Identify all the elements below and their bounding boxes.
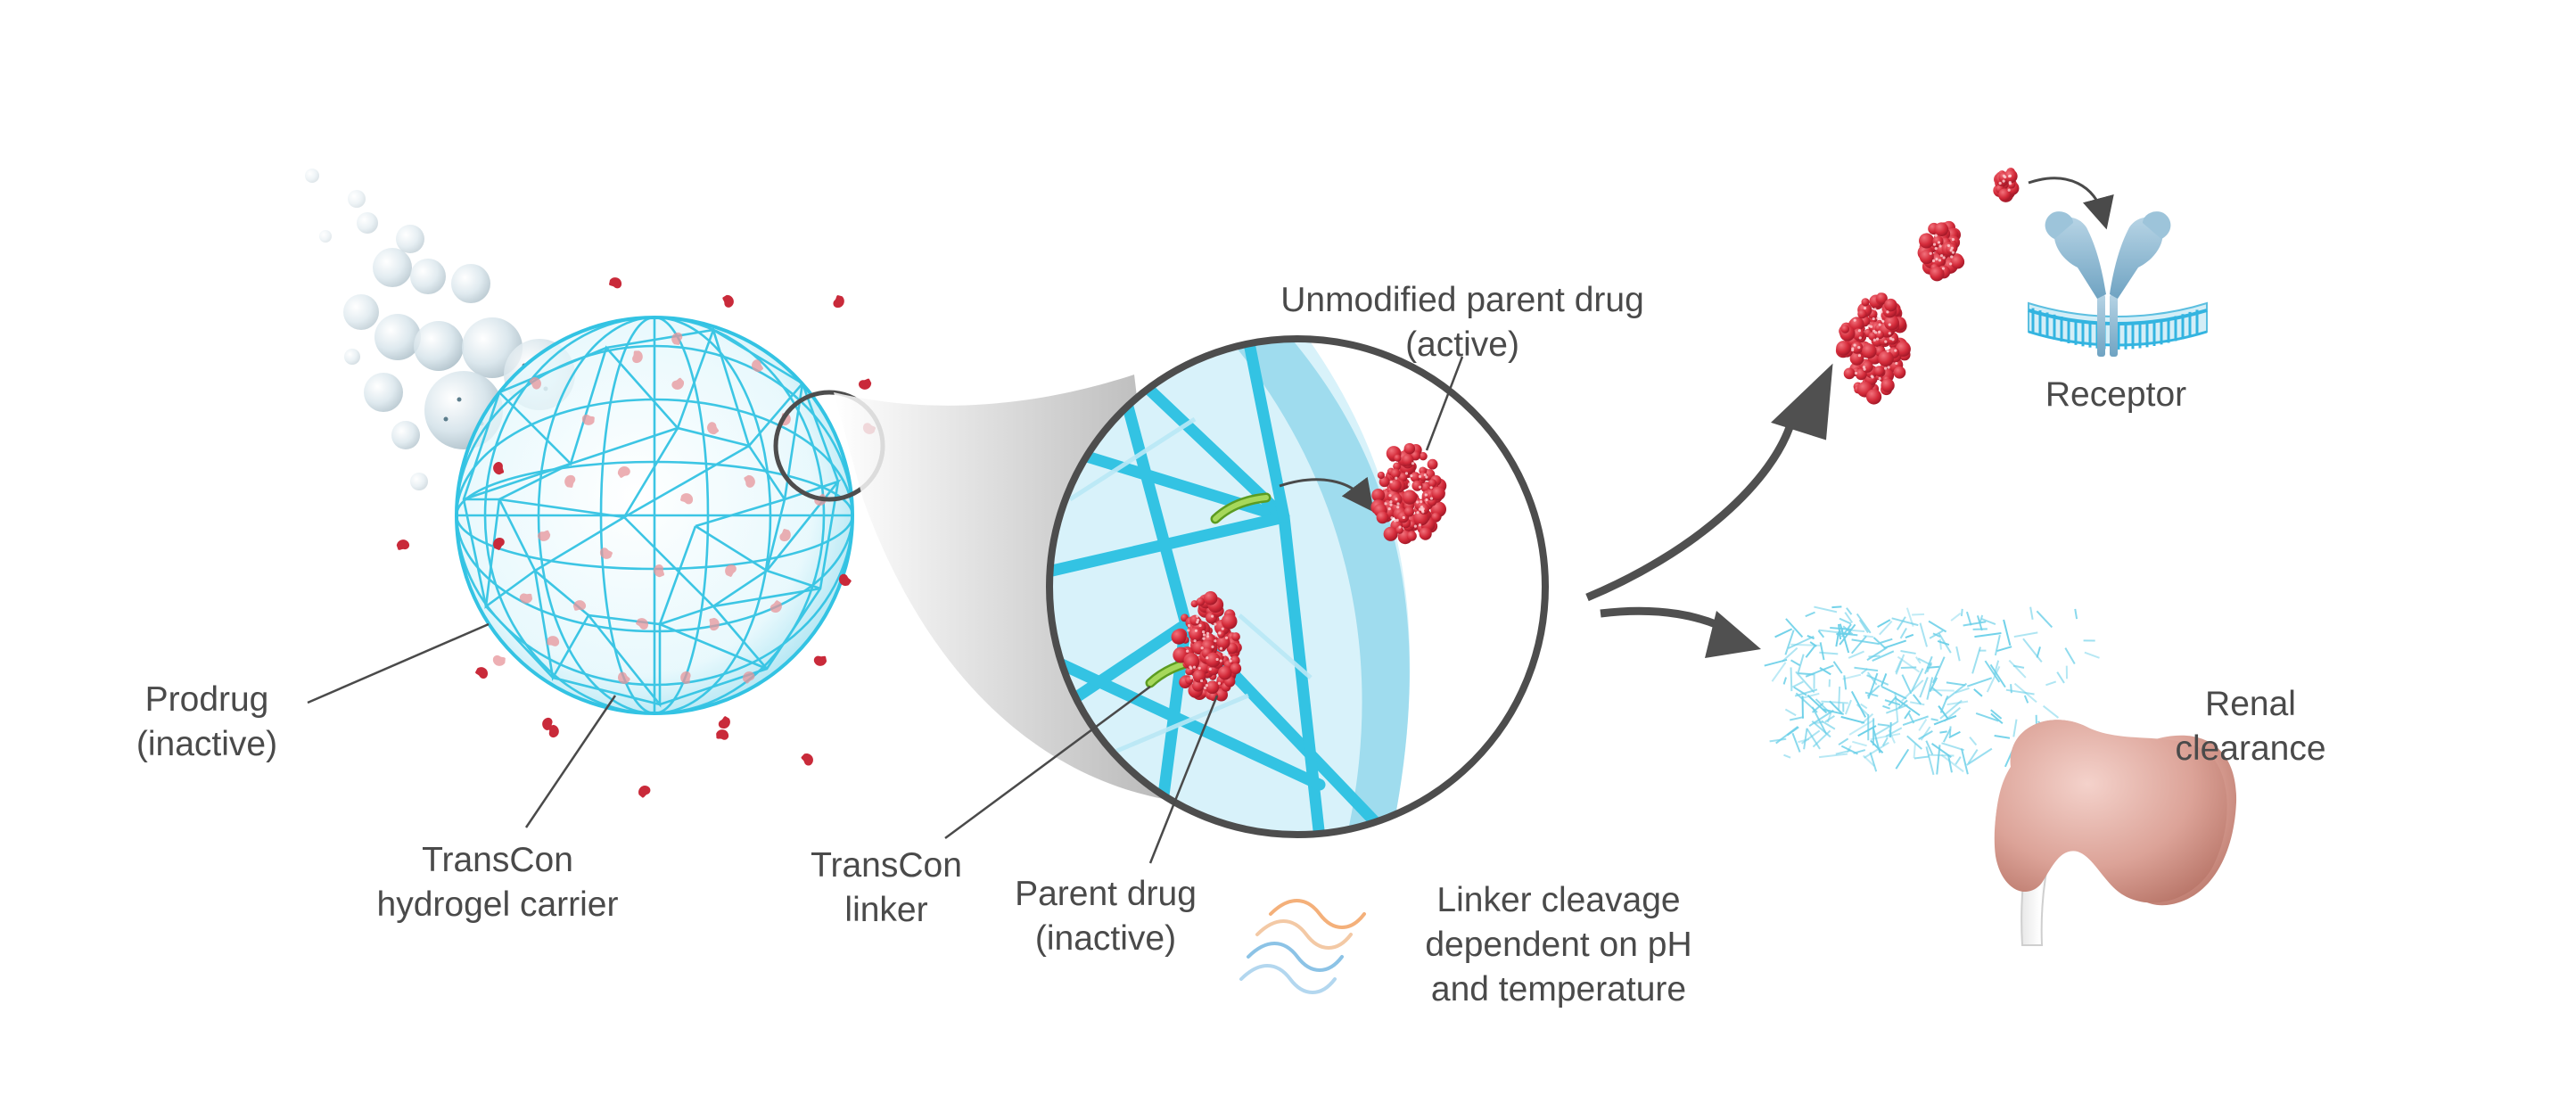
label-transcon-linker: TransCon linker [811, 846, 962, 929]
leader-lines [307, 356, 1464, 864]
label-linker-cleavage: Linker cleavage dependent on pH and temp… [1425, 881, 1692, 1009]
drug-particle [396, 539, 410, 550]
drug-particle [654, 564, 664, 578]
output-arrows [1585, 363, 1833, 658]
released-drug-cluster [1835, 292, 1911, 405]
drug-particle [632, 350, 643, 364]
drug-particle [493, 537, 505, 551]
drug-particle [680, 671, 691, 684]
drug-particle [638, 785, 651, 798]
drug-particle [859, 378, 872, 390]
release-arrow [1279, 476, 1374, 513]
drug-particle [617, 466, 630, 478]
drug-particle [833, 294, 844, 309]
label-renal-clearance: Renal clearance [2175, 685, 2326, 768]
drug-particle [609, 277, 622, 289]
released-drug-cluster [1993, 167, 2020, 202]
hydrogel-sphere-icon [455, 316, 854, 715]
drug-particle [529, 376, 541, 390]
drug-particle [519, 593, 533, 604]
drug-particle [493, 462, 505, 475]
drug-particle [813, 655, 827, 666]
drug-particle [752, 359, 763, 373]
drug-particle [838, 573, 852, 586]
drug-particle [572, 600, 587, 611]
drug-particle [581, 414, 595, 425]
drug-particle [542, 717, 553, 730]
drug-particle [709, 617, 720, 631]
label-prodrug: Prodrug (inactive) [136, 680, 278, 763]
label-receptor: Receptor [2045, 375, 2187, 414]
drug-particle [538, 530, 551, 541]
drug-particles [396, 277, 876, 798]
drug-particle [801, 753, 813, 766]
drug-particle [599, 548, 613, 559]
drug-particle [671, 332, 683, 345]
drug-particle [718, 716, 730, 729]
inactive-drug-cluster [1171, 591, 1242, 702]
drug-particle [716, 729, 729, 740]
drug-particle [722, 294, 734, 308]
drug-particle [671, 377, 685, 390]
released-drug-cluster [1917, 220, 1965, 282]
drug-particle [744, 474, 755, 488]
drug-particle [547, 636, 560, 646]
hydrogel-fragments [1764, 605, 2100, 776]
wave-icon [1239, 899, 1366, 994]
drug-particle [492, 655, 506, 666]
drug-particle [617, 671, 630, 684]
label-parent-drug-active: Unmodified parent drug (active) [1280, 281, 1644, 364]
drug-particle [564, 474, 576, 488]
binding-arrow [2028, 177, 2114, 230]
drug-particle [743, 671, 755, 684]
drug-particle [636, 618, 648, 630]
drug-particle [725, 564, 737, 578]
label-parent-drug-inactive: Parent drug (inactive) [1015, 875, 1197, 958]
drug-particle [779, 528, 791, 542]
active-drug-cluster [1370, 442, 1447, 545]
drug-clusters [1171, 167, 2020, 702]
drug-particle [474, 667, 489, 679]
label-hydrogel-carrier: TransCon hydrogel carrier [376, 841, 619, 924]
kidney-icon [1994, 720, 2237, 946]
drug-particle [679, 493, 694, 505]
drug-particle [707, 422, 720, 435]
drug-particle [770, 600, 782, 613]
receptor-icon [2028, 211, 2208, 357]
